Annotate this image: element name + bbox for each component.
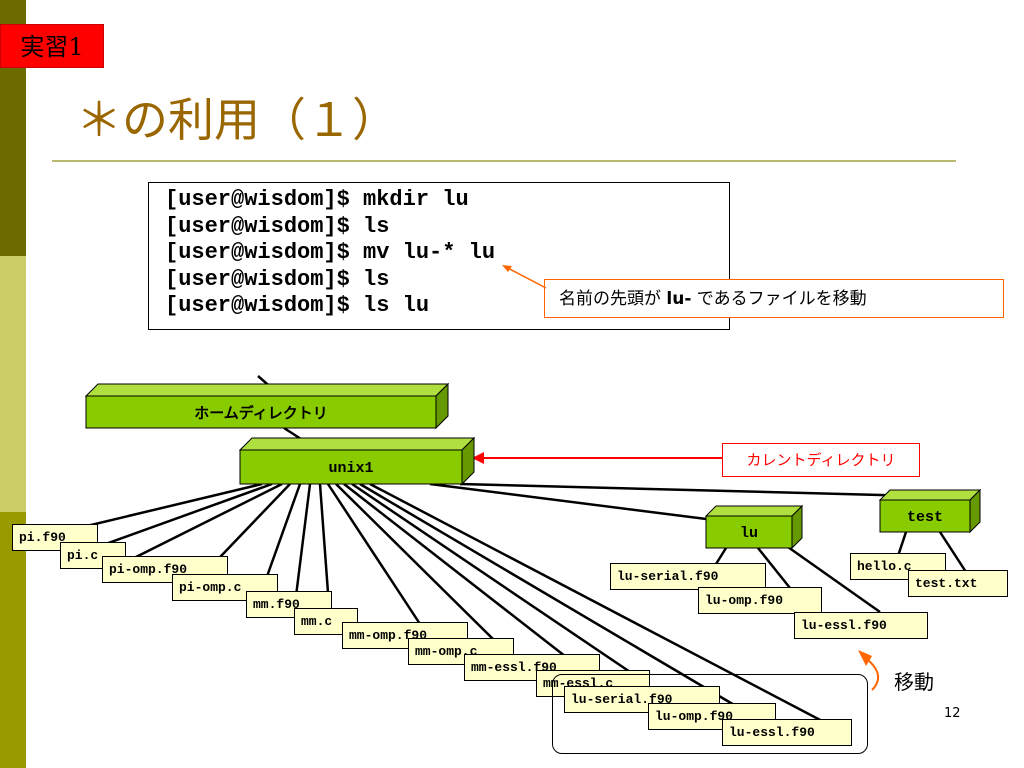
move-explanation-callout: 名前の先頭が lu- であるファイルを移動: [544, 279, 1004, 318]
unix1-directory-node: unix1: [238, 436, 476, 486]
title-divider: [52, 160, 956, 162]
file-node: mm-omp.f90: [342, 622, 468, 649]
terminal-line: [user@wisdom]$ mkdir lu: [165, 187, 469, 212]
lu-directory-label: lu: [740, 525, 758, 542]
unix1-directory-label: unix1: [328, 460, 373, 477]
home-directory-node: ホームディレクトリ: [84, 382, 450, 430]
file-node: mm.c: [294, 608, 358, 635]
slide-title: ＊の利用（１）: [76, 93, 398, 147]
exercise-badge: 実習1: [0, 24, 104, 68]
file-node: lu-serial.f90: [610, 563, 766, 590]
file-node: lu-essl.f90: [722, 719, 852, 746]
move-label: 移動: [894, 670, 934, 694]
terminal-line: [user@wisdom]$ mv lu-* lu: [165, 240, 496, 265]
current-directory-label: カレントディレクトリ: [722, 443, 920, 477]
sidebar-band-bottom: [0, 512, 26, 768]
callout-pointer-arrowhead: [502, 265, 512, 272]
file-node: pi.c: [60, 542, 126, 569]
callout-text-pre: 名前の先頭が: [559, 289, 667, 309]
test-directory-label: test: [907, 509, 943, 526]
callout-text-post: であるファイルを移動: [691, 289, 867, 309]
move-arrowhead: [858, 650, 872, 666]
terminal-box: [user@wisdom]$ mkdir lu [user@wisdom]$ l…: [148, 182, 730, 330]
terminal-line: [user@wisdom]$ ls: [165, 266, 390, 292]
file-node: mm-omp.c: [408, 638, 514, 665]
file-node: lu-omp.f90: [698, 587, 822, 614]
file-node: test.txt: [908, 570, 1008, 597]
file-node: lu-essl.f90: [794, 612, 928, 639]
terminal-line: [user@wisdom]$ ls lu: [165, 293, 430, 318]
callout-text-bold: lu-: [666, 289, 692, 309]
terminal-line: [user@wisdom]$ ls: [165, 213, 390, 239]
page-number: 12: [944, 706, 961, 721]
lu-directory-node: lu: [704, 504, 804, 550]
home-directory-label: ホームディレクトリ: [194, 404, 328, 422]
current-dir-arrowhead: [472, 452, 484, 464]
moved-files-group: [552, 674, 868, 754]
test-directory-node: test: [878, 488, 982, 534]
sidebar-band-middle: [0, 256, 26, 512]
callout-pointer-line: [503, 265, 547, 289]
move-arrow-curve: [867, 659, 879, 691]
